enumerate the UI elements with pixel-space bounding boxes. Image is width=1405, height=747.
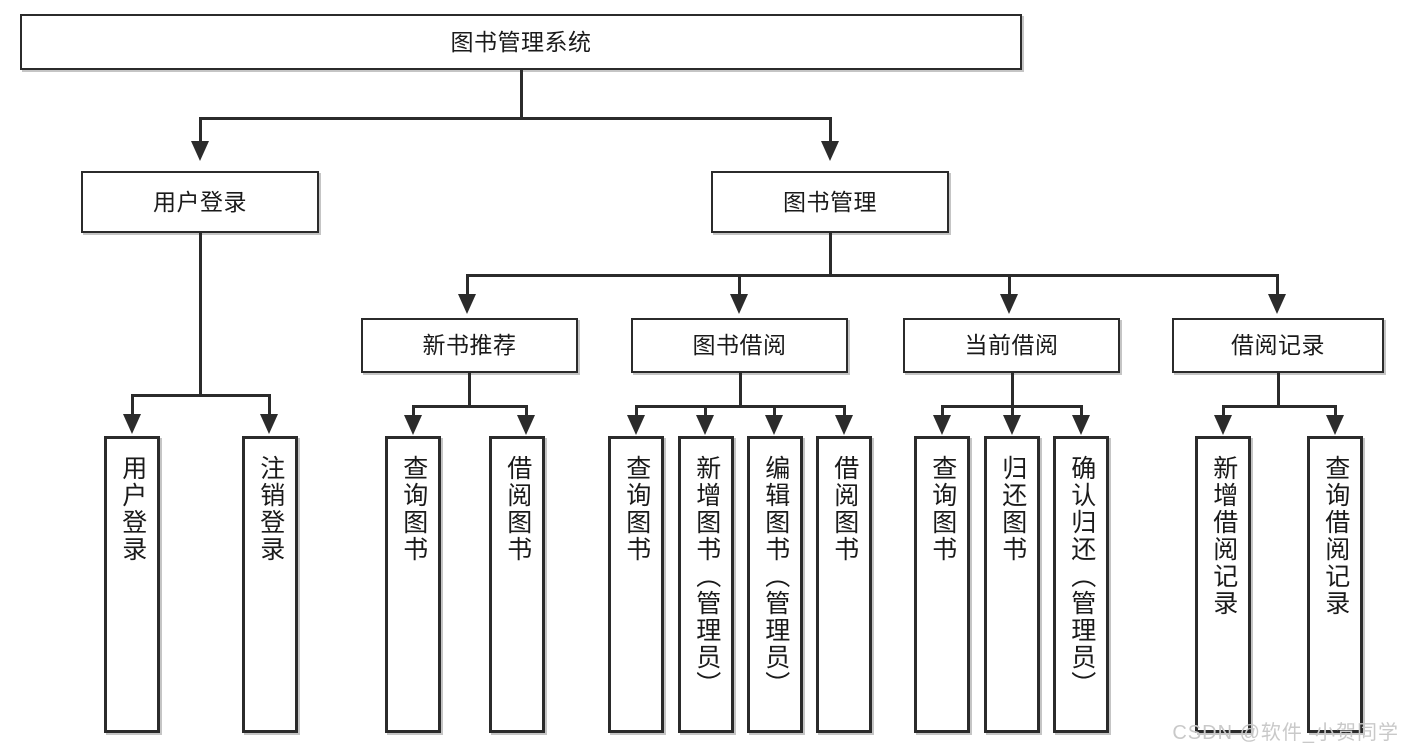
leaf-query-borrow-record-label: 查询借阅记录 [1321, 455, 1350, 617]
connector-userlogin-bus [131, 394, 269, 397]
arrowhead-leaf-edit-book [765, 415, 783, 435]
leaf-query-book-2-label: 查询图书 [622, 455, 651, 563]
leaf-add-borrow-record[interactable]: 新增借阅记录 [1195, 436, 1251, 733]
connector-bookmgmt-stem [829, 233, 832, 275]
node-borrow-record-label: 借阅记录 [1231, 332, 1325, 359]
connector-bookborrow-drop-4 [843, 405, 846, 417]
arrowhead-leaf-query-book-3 [933, 415, 951, 435]
arrowhead-book-borrow [730, 294, 748, 314]
leaf-borrow-book-1[interactable]: 借阅图书 [489, 436, 545, 733]
connector-bookborrow-drop-2 [704, 405, 707, 417]
node-book-borrow[interactable]: 图书借阅 [631, 318, 848, 373]
connector-bookborrow-drop-1 [635, 405, 638, 417]
connector-currentborrow-stem [1011, 373, 1014, 406]
leaf-logout[interactable]: 注销登录 [242, 436, 298, 733]
leaf-confirm-return-admin[interactable]: 确认归还（管理员） [1053, 436, 1109, 733]
node-root[interactable]: 图书管理系统 [20, 14, 1022, 70]
arrowhead-leaf-borrow-book-2 [835, 415, 853, 435]
connector-borrowrecord-drop-1 [1222, 405, 1225, 417]
node-root-label: 图书管理系统 [450, 28, 592, 55]
leaf-edit-book-admin-label: 编辑图书（管理员） [761, 455, 790, 698]
leaf-query-book-1[interactable]: 查询图书 [385, 436, 441, 733]
connector-newbook-stem [468, 373, 471, 406]
leaf-add-book-admin-label: 新增图书（管理员） [692, 455, 721, 698]
leaf-add-book-admin[interactable]: 新增图书（管理员） [678, 436, 734, 733]
connector-newbook-bus [412, 405, 527, 408]
connector-newbook-drop-1 [412, 405, 415, 417]
node-current-borrow[interactable]: 当前借阅 [903, 318, 1120, 373]
leaf-user-login[interactable]: 用户登录 [104, 436, 160, 733]
node-book-borrow-label: 图书借阅 [692, 332, 787, 359]
connector-bookmgmt-drop-4 [1276, 274, 1279, 296]
connector-borrowrecord-bus [1222, 405, 1335, 408]
leaf-add-borrow-record-label: 新增借阅记录 [1209, 455, 1238, 617]
connector-bookmgmt-bus [466, 274, 1278, 277]
leaf-borrow-book-2[interactable]: 借阅图书 [816, 436, 872, 733]
leaf-logout-label: 注销登录 [256, 455, 285, 563]
connector-userlogin-stem [199, 233, 202, 395]
arrowhead-leaf-borrow-book-1 [517, 415, 535, 435]
node-borrow-record[interactable]: 借阅记录 [1172, 318, 1384, 373]
connector-bookborrow-bus [635, 405, 846, 408]
connector-currentborrow-drop-2 [1011, 405, 1014, 417]
connector-root-bus [199, 117, 831, 120]
node-book-management-label: 图书管理 [783, 188, 877, 215]
connector-newbook-drop-2 [525, 405, 528, 417]
arrowhead-current-borrow [1000, 294, 1018, 314]
leaf-user-login-label: 用户登录 [118, 455, 147, 563]
connector-bookborrow-stem [739, 373, 742, 406]
leaf-borrow-book-1-label: 借阅图书 [503, 455, 532, 563]
node-current-borrow-label: 当前借阅 [964, 332, 1059, 359]
connector-borrowrecord-drop-2 [1334, 405, 1337, 417]
arrowhead-book-manage [821, 141, 839, 161]
arrowhead-leaf-query-book-1 [404, 415, 422, 435]
arrowhead-leaf-add-book [696, 415, 714, 435]
connector-userlogin-drop-1 [131, 394, 134, 416]
connector-borrowrecord-stem [1277, 373, 1280, 406]
arrowhead-leaf-confirm-return [1072, 415, 1090, 435]
connector-currentborrow-drop-3 [1080, 405, 1083, 417]
connector-bookmgmt-drop-2 [738, 274, 741, 296]
connector-userlogin-drop-2 [268, 394, 271, 416]
arrowhead-leaf-query-record [1326, 415, 1344, 435]
arrowhead-borrow-record [1268, 294, 1286, 314]
leaf-return-book[interactable]: 归还图书 [984, 436, 1040, 733]
leaf-query-borrow-record[interactable]: 查询借阅记录 [1307, 436, 1363, 733]
leaf-query-book-3[interactable]: 查询图书 [914, 436, 970, 733]
arrowhead-new-book-rec [458, 294, 476, 314]
connector-root-stem [520, 70, 523, 118]
node-book-management[interactable]: 图书管理 [711, 171, 949, 233]
leaf-query-book-2[interactable]: 查询图书 [608, 436, 664, 733]
node-user-login[interactable]: 用户登录 [81, 171, 319, 233]
leaf-query-book-3-label: 查询图书 [928, 455, 957, 563]
node-user-login-label: 用户登录 [153, 188, 247, 215]
connector-root-drop-left [199, 117, 202, 143]
arrowhead-leaf-return-book [1003, 415, 1021, 435]
leaf-edit-book-admin[interactable]: 编辑图书（管理员） [747, 436, 803, 733]
arrowhead-leaf-user-login [123, 414, 141, 434]
connector-root-drop-right [829, 117, 832, 143]
leaf-return-book-label: 归还图书 [998, 455, 1027, 563]
connector-bookmgmt-drop-3 [1008, 274, 1011, 296]
arrowhead-user-login [191, 141, 209, 161]
connector-currentborrow-drop-1 [941, 405, 944, 417]
leaf-borrow-book-2-label: 借阅图书 [830, 455, 859, 563]
connector-bookmgmt-drop-1 [466, 274, 469, 296]
arrowhead-leaf-logout [260, 414, 278, 434]
leaf-confirm-return-admin-label: 确认归还（管理员） [1067, 455, 1096, 698]
leaf-query-book-1-label: 查询图书 [399, 455, 428, 563]
arrowhead-leaf-query-book-2 [627, 415, 645, 435]
connector-bookborrow-drop-3 [773, 405, 776, 417]
node-new-book-recommend-label: 新书推荐 [422, 332, 517, 359]
arrowhead-leaf-add-record [1214, 415, 1232, 435]
node-new-book-recommend[interactable]: 新书推荐 [361, 318, 578, 373]
